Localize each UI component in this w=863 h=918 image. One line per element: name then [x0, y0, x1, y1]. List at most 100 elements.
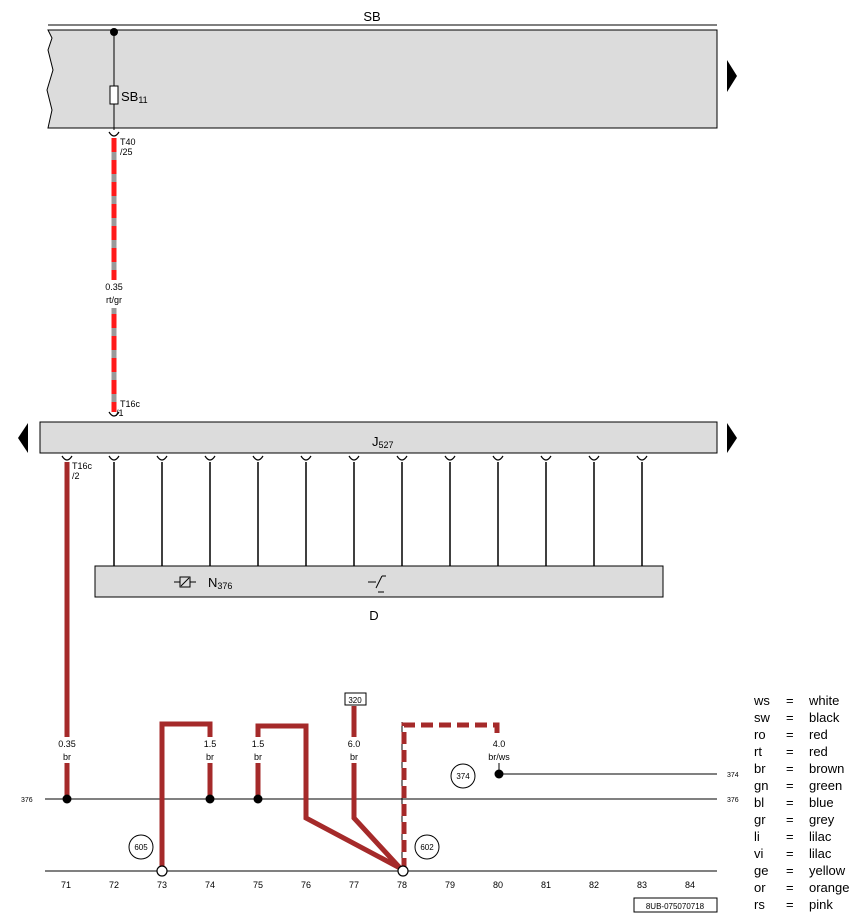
grid-number: 76 — [301, 880, 311, 890]
t16c-2-pin: /2 — [72, 471, 80, 481]
legend-name: yellow — [809, 863, 846, 878]
grid-number: 73 — [157, 880, 167, 890]
switch-icon — [368, 575, 386, 593]
bus-376-right-label: 376 — [727, 797, 739, 804]
legend-name: lilac — [809, 829, 832, 844]
fuse-label-sub: 11 — [138, 95, 147, 105]
j527-arrow-right-icon — [727, 423, 737, 453]
sb-title: SB — [363, 9, 380, 24]
ref-box-320 — [344, 692, 367, 706]
junction-75 — [253, 794, 263, 804]
j527-label: J — [372, 434, 379, 449]
wire-80-size: 4.0 — [493, 739, 506, 749]
j527-to-d-wires — [113, 462, 643, 566]
legend-name: red — [809, 744, 828, 759]
control-unit-j527 — [39, 421, 718, 454]
legend-code: ws — [753, 693, 770, 708]
n376-label-sub: 376 — [217, 581, 232, 591]
junction-74 — [205, 794, 215, 804]
bus-376-left-label: 376 — [21, 797, 33, 804]
wire-rt-gr-color: rt/gr — [106, 295, 122, 305]
legend-code: ge — [754, 863, 768, 878]
ref-circle-374 — [450, 763, 476, 789]
legend-eq: = — [786, 761, 794, 776]
ref-602-label: 602 — [420, 843, 434, 852]
grid-number: 80 — [493, 880, 503, 890]
sb-arrow-right-icon — [727, 60, 737, 92]
legend-code: bl — [754, 795, 764, 810]
bus-374-right-label: 374 — [727, 772, 739, 779]
wire-74-color: br — [206, 752, 214, 762]
legend-eq: = — [786, 693, 794, 708]
grid-number: 77 — [349, 880, 359, 890]
legend-code: vi — [754, 846, 764, 861]
legend-name: blue — [809, 795, 834, 810]
svg-text:SB11: SB11 — [121, 89, 148, 105]
connector-t16c-1-icon — [108, 411, 120, 417]
ref-circle-605 — [128, 834, 154, 860]
legend-name: green — [809, 778, 842, 793]
wire-77-color: br — [350, 752, 358, 762]
t40-label: T40 — [120, 137, 136, 147]
legend-code: li — [754, 829, 760, 844]
legend-name: brown — [809, 761, 844, 776]
junction-80 — [494, 769, 504, 779]
legend-name: orange — [809, 880, 849, 895]
legend-name: pink — [809, 897, 833, 912]
junction-71 — [62, 794, 72, 804]
ref-circle-602 — [414, 834, 440, 860]
legend-name: black — [809, 710, 840, 725]
grid-number: 75 — [253, 880, 263, 890]
legend-name: red — [809, 727, 828, 742]
n376-label: N — [208, 575, 217, 590]
wire-80-br-ws — [401, 722, 500, 870]
legend-name: lilac — [809, 846, 832, 861]
solenoid-icon — [174, 576, 196, 588]
wire-74-size: 1.5 — [204, 739, 217, 749]
grid-number: 78 — [397, 880, 407, 890]
d-label: D — [369, 608, 378, 623]
grid-number: 74 — [205, 880, 215, 890]
legend-eq: = — [786, 795, 794, 810]
fuse-label: SB — [121, 89, 138, 104]
grid-number: 79 — [445, 880, 455, 890]
grid-numbers: 71 72 73 74 75 76 77 78 79 80 81 82 83 8… — [61, 880, 695, 890]
t16c-1-label: T16c — [120, 399, 141, 409]
wire-rt-gr-size: 0.35 — [105, 282, 123, 292]
legend-code: or — [754, 880, 766, 895]
t16c-1-pin: /1 — [116, 408, 124, 418]
legend-code: rs — [754, 897, 765, 912]
j527-arrow-left-icon — [18, 423, 28, 453]
legend-eq: = — [786, 812, 794, 827]
wire-71-color: br — [63, 752, 71, 762]
legend-name: white — [808, 693, 839, 708]
grid-number: 82 — [589, 880, 599, 890]
ground-point-73 — [156, 865, 168, 877]
wire-75-size: 1.5 — [252, 739, 265, 749]
j527-pin-connectors — [61, 455, 648, 461]
fuse-sb11 — [109, 85, 119, 105]
t40-pin: /25 — [120, 147, 133, 157]
ref-374-label: 374 — [456, 772, 470, 781]
legend-eq: = — [786, 727, 794, 742]
legend-eq: = — [786, 897, 794, 912]
wire-80-color: br/ws — [488, 752, 510, 762]
connector-t40-icon — [108, 131, 120, 137]
ref-605-label: 605 — [134, 843, 148, 852]
svg-text:J527: J527 — [372, 434, 394, 450]
svg-text:N376: N376 — [208, 575, 232, 591]
ground-point-78 — [397, 865, 409, 877]
grid-number: 84 — [685, 880, 695, 890]
wire-71-size: 0.35 — [58, 739, 76, 749]
t16c-2-label: T16c — [72, 461, 93, 471]
legend-eq: = — [786, 829, 794, 844]
grid-number: 81 — [541, 880, 551, 890]
sb-fuse-box — [46, 29, 718, 129]
legend-name: grey — [809, 812, 835, 827]
legend-code: ro — [754, 727, 766, 742]
wire-75-color: br — [254, 752, 262, 762]
ref-320-label: 320 — [348, 696, 362, 705]
color-legend: ws = white sw = black ro = red rt = red … — [753, 693, 849, 912]
legend-code: gn — [754, 778, 768, 793]
